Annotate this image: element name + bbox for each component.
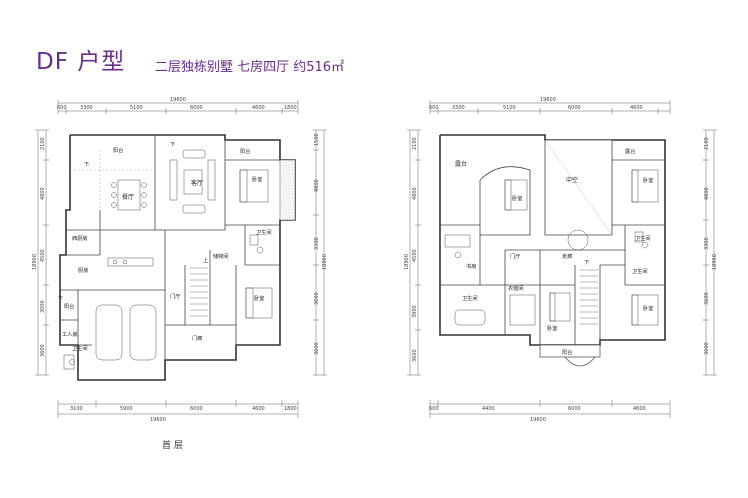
- f2-bedroom4-label: 卧室: [643, 304, 653, 312]
- f2-top-dim-4: 6000: [568, 105, 581, 111]
- f1-storage-label: 储物间: [213, 252, 229, 260]
- f2-bath2-label: 卫生间: [462, 294, 478, 302]
- f1-left-dim-1: 2100: [40, 137, 46, 150]
- f2-top-dim-1: 600: [429, 105, 439, 111]
- f1-right-dim-2: 4800: [314, 179, 320, 192]
- f1-bedroom2-label: 卧室: [254, 294, 264, 302]
- f1-bottom-dim-3: 6000: [190, 406, 203, 412]
- f1-living-label: 客厅: [191, 179, 203, 187]
- f1-maid-label: 工人房: [62, 330, 78, 338]
- f1-bottom-dim-1: 3100: [70, 406, 83, 412]
- f1-bath1-label: 卫生间: [256, 228, 272, 236]
- f1-balcony-left-label: 阳台: [64, 302, 74, 310]
- f2-bottom-dim-2: 4400: [482, 406, 495, 412]
- f2-bedroom1-label: 卧室: [512, 194, 522, 202]
- f2-bath3-label: 卫生间: [632, 267, 648, 275]
- f1-balcony-top-label: 阳台: [113, 146, 123, 154]
- f2-right-dim-4: 3600: [704, 292, 710, 305]
- f1-left-dim-4: 3000: [40, 300, 46, 313]
- f2-study-label: 书房: [466, 262, 476, 270]
- page-subtitle: 二层独栋别墅 七房四厅 约516㎡: [155, 60, 345, 75]
- f1-bath2-label: 卫生间: [72, 344, 88, 352]
- f2-top-total: 19600: [540, 97, 556, 103]
- f1-bottom-dim-5: 1800: [284, 406, 297, 412]
- f1-right-dim-4: 3600: [314, 292, 320, 305]
- f1-top-dim-1: 600: [57, 105, 67, 111]
- f1-left-dim-3: 4500: [40, 249, 46, 262]
- f2-bottom-dim-1: 600: [429, 406, 439, 412]
- f2-left-dim-3: 4500: [412, 249, 418, 262]
- f2-left-dim-4: 3900: [412, 305, 418, 318]
- f2-down-label: 下: [584, 259, 589, 266]
- f1-down-label-1: 下: [84, 161, 89, 168]
- f2-balcony-bottom-label: 阳台: [562, 348, 572, 356]
- floor1-label: 首 层: [162, 441, 183, 451]
- f2-bath1-label: 卫生间: [635, 234, 651, 242]
- f2-bedroom3-label: 卧室: [547, 324, 557, 332]
- f2-terrace-tr-label: 露台: [625, 147, 635, 155]
- page-title: DF 户型: [36, 49, 126, 75]
- f2-bottom-dim-4: 4600: [633, 406, 646, 412]
- f1-west-kitchen-label: 西厨房: [72, 234, 88, 242]
- f1-bottom-dim-2: 5900: [120, 406, 133, 412]
- f2-bottom-dim-3: 6000: [568, 406, 581, 412]
- f1-right-total: 18900: [322, 254, 328, 270]
- f2-void-label: 中空: [566, 176, 578, 184]
- f1-right-dim-5: 3600: [314, 342, 320, 355]
- f1-right-dim-1: 1500: [314, 133, 320, 146]
- f1-down-label-3: 下: [58, 295, 63, 302]
- f1-bedroom1-label: 卧室: [252, 175, 262, 183]
- f2-right-total: 18900: [712, 254, 718, 270]
- f2-closet-label: 衣帽间: [508, 284, 524, 292]
- f2-left-dim-1: 2100: [412, 137, 418, 150]
- f2-terrace-label: 露台: [455, 160, 467, 168]
- f1-up-label: 上: [203, 256, 208, 264]
- f1-kitchen-label: 厨房: [78, 266, 88, 274]
- floor2-plan: 19600 600 3300 5100 6000 4600 600 4400 6…: [404, 97, 718, 423]
- f1-foyer-label: 门厅: [170, 292, 180, 300]
- floor1-plan: 19600 600 3300 5100 6000 4600 1800 3100 …: [32, 97, 328, 423]
- f2-top-dim-3: 5100: [503, 105, 516, 111]
- f2-right-dim-5: 3600: [704, 342, 710, 355]
- f2-right-dim-2: 4800: [704, 187, 710, 200]
- f2-top-dim-5: 4600: [630, 105, 643, 111]
- f2-bedroom2-label: 卧室: [643, 176, 653, 184]
- f1-down-label-2: 下: [170, 141, 175, 148]
- f1-top-dim-6: 1800: [284, 105, 297, 111]
- f1-right-dim-3: 3300: [314, 237, 320, 250]
- f1-balcony-right-label: 阳台: [240, 147, 250, 155]
- f1-left-dim-2: 4800: [40, 187, 46, 200]
- f1-porch-label: 门廊: [192, 334, 202, 342]
- f1-left-total: 18900: [32, 254, 38, 270]
- f1-left-dim-5: 3600: [40, 344, 46, 357]
- f2-left-total: 18900: [404, 254, 410, 270]
- f1-top-dim-5: 4600: [252, 105, 265, 111]
- f2-right-dim-1: 2100: [704, 137, 710, 150]
- f2-left-dim-5: 3600: [412, 349, 418, 362]
- f2-right-dim-3: 3300: [704, 237, 710, 250]
- f2-top-dim-2: 3300: [452, 105, 465, 111]
- f1-top-dim-3: 5100: [130, 105, 143, 111]
- f1-dining-label: 餐厅: [122, 193, 134, 201]
- f2-corridor-label: 走廊: [562, 252, 572, 260]
- f1-top-dim-4: 6000: [190, 105, 203, 111]
- f1-top-dim-2: 3300: [80, 105, 93, 111]
- f2-bottom-total: 19600: [530, 417, 546, 423]
- f2-left-dim-2: 4800: [412, 187, 418, 200]
- f2-hall-label: 门厅: [510, 252, 520, 260]
- f1-bottom-total: 19600: [150, 417, 166, 423]
- f1-bottom-dim-4: 4600: [252, 406, 265, 412]
- f1-top-total: 19600: [170, 97, 186, 103]
